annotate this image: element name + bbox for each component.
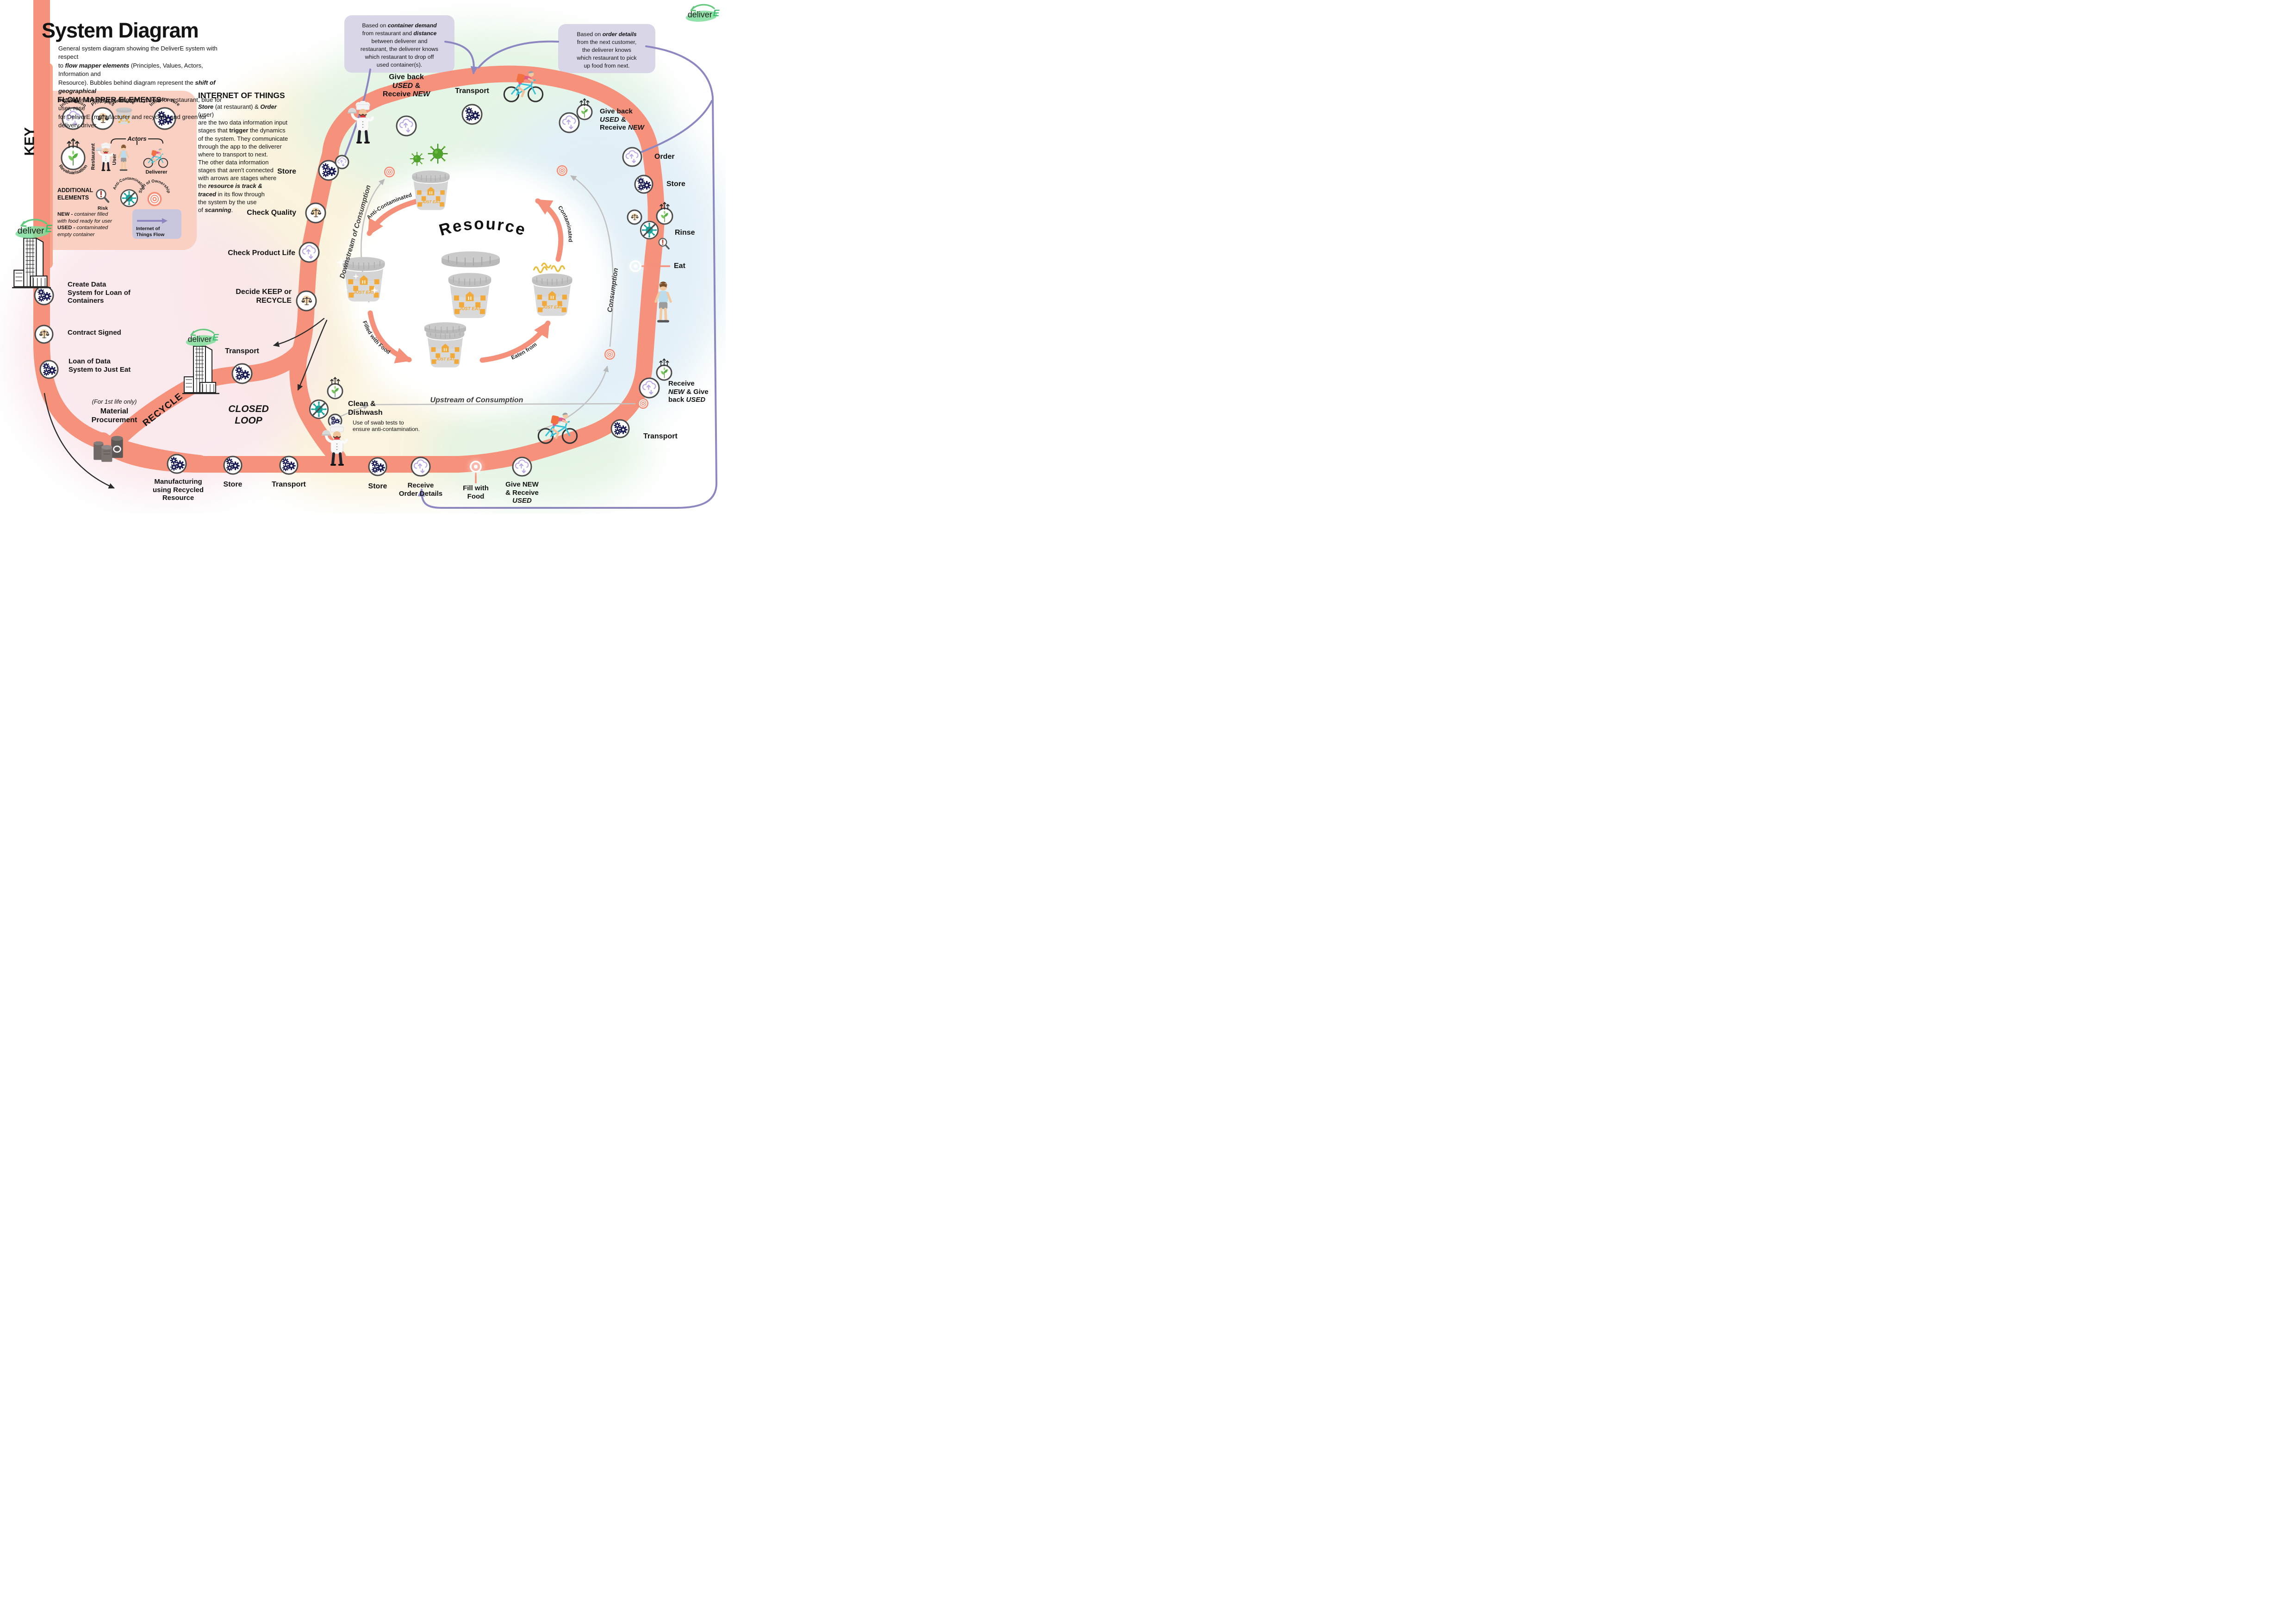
iot-paragraph-2: The other data information stages that a… — [198, 159, 277, 213]
stage-give-back-top: Give back USED & Receive NEW — [382, 73, 430, 99]
stage-store-bottom-mid: Store — [368, 482, 387, 490]
stage-order: Order — [654, 153, 675, 161]
iot-flow-label: Internet of Things Flow — [136, 226, 165, 237]
actors-label: Actors — [127, 135, 147, 142]
iot-heading: INTERNET OF THINGS — [198, 91, 285, 100]
iot-paragraph-1: Store (at restaurant) & Order (user) are… — [198, 103, 288, 158]
key-vertical-label: KEY — [22, 127, 37, 156]
risk-label: Risk — [97, 206, 108, 211]
deliverer-label: Deliverer — [145, 169, 168, 175]
iot-flow-arrow-icon — [137, 218, 168, 224]
stage-fill-with-food: Fill with Food — [463, 484, 489, 500]
delivere-logo — [685, 4, 721, 23]
stage-transport-bottom-right: Transport — [643, 432, 678, 440]
stage-create-data: Create Data System for Loan of Container… — [68, 281, 131, 305]
stage-check-product-life: Check Product Life — [228, 249, 295, 257]
flow-mapper-heading: FLOW MAPPER ELEMENTS — [57, 95, 162, 104]
stage-decide-keep-recycle: Decide KEEP or RECYCLE — [236, 288, 292, 305]
new-used-legend: NEW - container filled with food ready f… — [57, 212, 112, 238]
stage-give-new: Give NEW & Receive USED — [505, 481, 539, 505]
additional-elements-heading: ADDITIONAL ELEMENTS — [57, 187, 93, 201]
restaurant-label: Restaurant — [90, 143, 96, 170]
stage-loan-data: Loan of Data System to Just Eat — [68, 357, 131, 374]
stage-material-procurement: Material Procurement — [91, 407, 137, 424]
stage-rinse: Rinse — [675, 229, 695, 237]
stage-store-right: Store — [666, 180, 685, 188]
stage-manufacturing: Manufacturing using Recycled Resource — [152, 478, 204, 502]
system-diagram-canvas: { "logo": {"deliver": "deliver", "e": "E… — [0, 0, 726, 513]
stage-transport-mid: Transport — [225, 347, 259, 355]
stage-receive-new-right: Receive NEW & Give back USED — [668, 380, 709, 404]
stage-contract-signed: Contract Signed — [68, 329, 121, 337]
upstream-label: Upstream of Consumption — [430, 396, 523, 404]
stage-store-bottom-left: Store — [223, 481, 243, 488]
swab-note: Use of swab tests to ensure anti-contami… — [353, 419, 420, 433]
first-life-note: (For 1st life only) — [92, 398, 137, 405]
stage-receive-order-details: Receive Order Details — [398, 481, 443, 498]
iot-flow-legend-box: Internet of Things Flow — [132, 209, 181, 239]
closed-loop-label: CLOSED LOOP — [228, 404, 269, 426]
stage-transport-bottom: Transport — [272, 481, 306, 488]
user-label: User — [112, 154, 118, 165]
stage-eat: Eat — [674, 262, 685, 270]
stage-transport-top: Transport — [455, 87, 489, 95]
stage-clean-dishwash: Clean & Dishwash — [348, 400, 383, 417]
callout-order-details: Based on order details from the next cus… — [558, 24, 655, 73]
stage-store-top: Store — [277, 168, 296, 175]
stage-give-back-right: Give back USED & Receive NEW — [600, 107, 644, 132]
stage-check-quality: Check Quality — [247, 209, 296, 217]
center-white-blob — [342, 162, 616, 412]
page-title: System Diagram — [42, 19, 199, 42]
callout-container-demand: Based on container demand from restauran… — [344, 15, 454, 73]
